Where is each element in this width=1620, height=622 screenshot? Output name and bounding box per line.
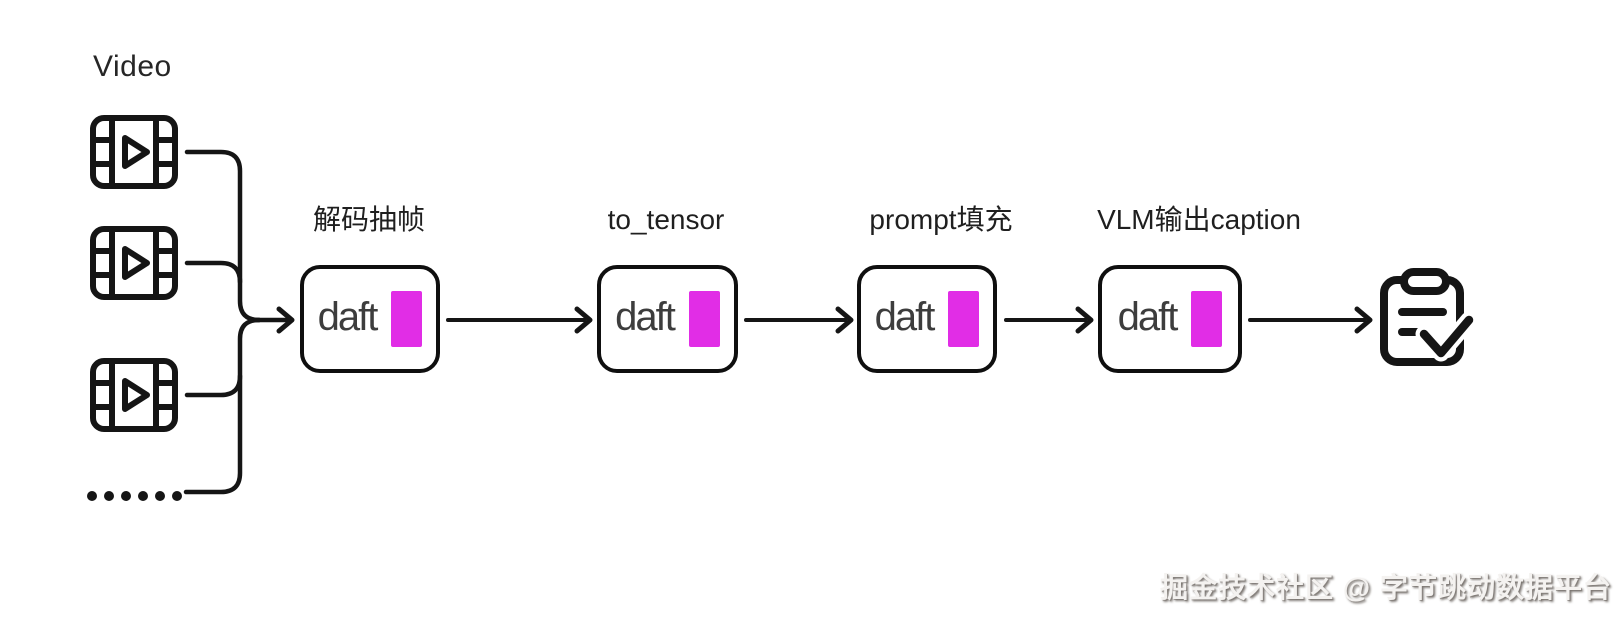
- step-label-decode-frames: 解码抽帧: [312, 204, 425, 235]
- step-box-vlm-caption: daft: [1098, 265, 1242, 373]
- step-label-vlm-caption: VLM输出caption: [1097, 204, 1301, 235]
- merge-arrow-head: [276, 306, 295, 334]
- clipboard-check-icon: [1380, 268, 1478, 366]
- daft-logo-text: daft: [615, 295, 676, 339]
- video-source-label: Video: [93, 50, 172, 83]
- merge-connector-lines: [183, 149, 291, 495]
- daft-logo-text: daft: [317, 295, 379, 339]
- film-play-icon: [93, 229, 175, 297]
- arrow-right-icon: [1248, 306, 1373, 334]
- daft-logo-mark: [1191, 291, 1223, 347]
- film-play-icon: [93, 361, 175, 429]
- step-label-prompt-fill: prompt填充: [869, 204, 1013, 235]
- film-play-icon: [93, 118, 175, 186]
- step-box-to-tensor: daft: [597, 265, 738, 373]
- daft-logo-mark: [948, 291, 980, 347]
- step-box-decode-frames: daft: [300, 265, 440, 373]
- ellipsis-dots: [87, 491, 182, 501]
- daft-logo-mark: [391, 291, 423, 347]
- watermark-text: 掘金技术社区 @ 字节跳动数据平台: [1160, 572, 1612, 603]
- daft-logo-text: daft: [874, 295, 936, 339]
- arrow-right-icon: [446, 306, 593, 334]
- arrow-right-icon: [744, 306, 854, 334]
- daft-logo-text: daft: [1117, 295, 1179, 339]
- step-box-prompt-fill: daft: [857, 265, 997, 373]
- step-label-to-tensor: to_tensor: [607, 204, 725, 235]
- arrow-right-icon: [1004, 306, 1094, 334]
- daft-logo-mark: [688, 291, 720, 347]
